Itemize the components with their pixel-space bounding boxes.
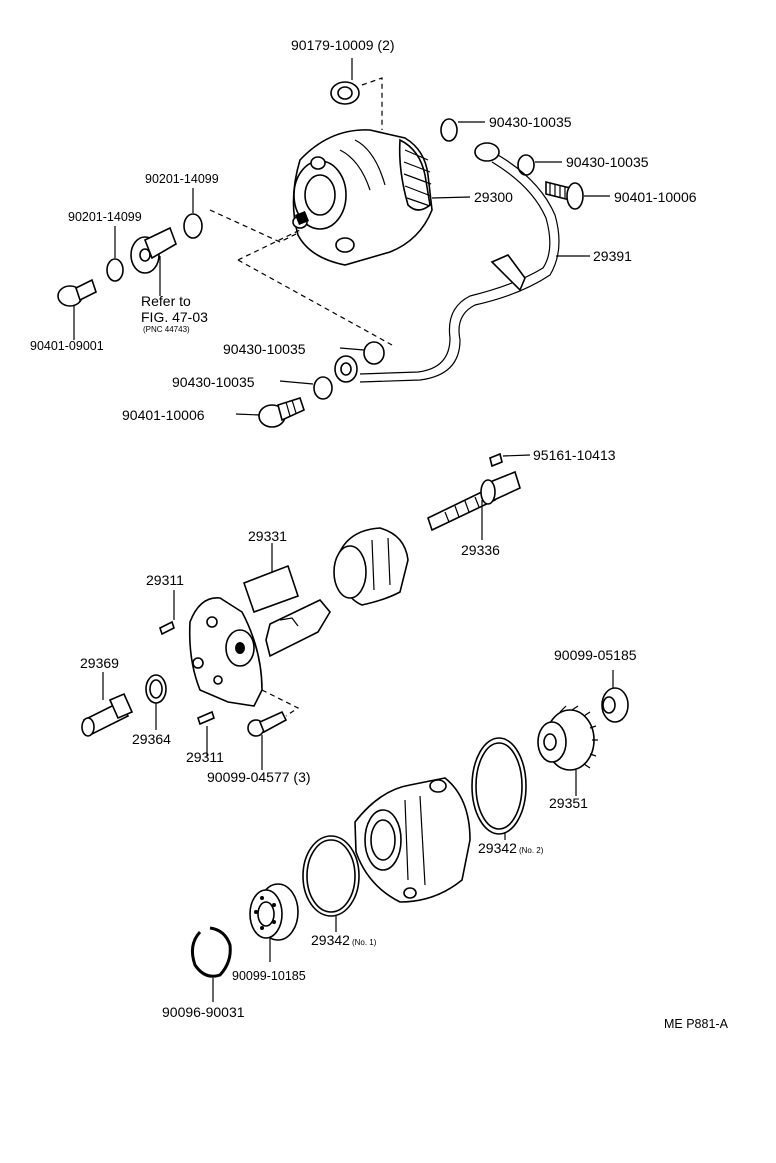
bolt-90099-04577 <box>247 710 288 737</box>
washer-90430-a <box>440 118 458 142</box>
washer-90201-b <box>106 258 124 282</box>
pump-29300 <box>292 129 433 266</box>
part-label: 90401-10006 <box>614 189 697 205</box>
part-label: 29342(No. 1) <box>311 932 377 948</box>
part-label: 90096-90031 <box>162 1004 245 1020</box>
dashed-leader <box>361 77 383 130</box>
part-label: 29300 <box>474 189 513 205</box>
part-label: 95161-10413 <box>533 447 616 463</box>
gear-29351 <box>537 705 598 771</box>
part-label: 29336 <box>461 542 500 558</box>
part-label: 90401-09001 <box>30 339 104 353</box>
part-label: 90401-10006 <box>122 407 205 423</box>
part-label: 29364 <box>132 731 171 747</box>
oil-pipe-29391 <box>334 142 560 383</box>
pin-29311-a <box>159 620 175 636</box>
part-label: 29311 <box>186 749 224 765</box>
union-bolt-90401-10006-top <box>545 180 584 210</box>
pump-housing <box>354 777 471 903</box>
bearing-90099-10185 <box>249 883 299 941</box>
part-label: 29342(No. 2) <box>478 840 544 856</box>
part-label: 90179-10009 (2) <box>291 37 395 53</box>
key-95161-10413 <box>489 452 503 468</box>
nut-90179-10009 <box>330 58 360 105</box>
part-label: 90201-14099 <box>145 172 219 186</box>
part-label: 29391 <box>593 248 632 264</box>
end-cover <box>188 597 263 707</box>
pin-29311-b <box>197 710 215 726</box>
part-label: 90430-10035 <box>223 341 306 357</box>
dashed-leader <box>209 209 301 243</box>
nut-90099-05185 <box>601 687 629 723</box>
part-label: 90099-04577 (3) <box>207 769 311 785</box>
washer-90430-d <box>313 376 333 400</box>
vanes-29331 <box>242 564 331 658</box>
part-label: 90430-10035 <box>489 114 572 130</box>
part-label: 90099-10185 <box>232 969 306 983</box>
part-label: 90430-10035 <box>566 154 649 170</box>
part-label: 29311 <box>146 572 184 588</box>
washer-90201-a <box>183 213 203 239</box>
part-label: 29369 <box>80 655 119 671</box>
part-label: 90201-14099 <box>68 210 142 224</box>
union-bolt-90401-09001 <box>57 278 97 307</box>
dashed-leader <box>237 229 301 261</box>
refer-note-line3: (PNC 44743) <box>143 325 190 334</box>
catalog-code: ME P881-A <box>664 1017 729 1031</box>
rotor-shaft-29336 <box>427 470 521 532</box>
fitting-29369 <box>81 692 134 737</box>
refer-note-line2: FIG. 47-03 <box>141 309 208 325</box>
snap-ring-90096-90031 <box>190 926 232 978</box>
union-bolt-90401-10006-lower <box>258 396 305 428</box>
part-label: 90430-10035 <box>172 374 255 390</box>
part-label: 29331 <box>248 528 287 544</box>
rotor <box>333 527 409 606</box>
part-label: 29351 <box>549 795 588 811</box>
part-label: 90099-05185 <box>554 647 637 663</box>
refer-note-line1: Refer to <box>141 293 191 309</box>
dashed-leader <box>237 259 393 346</box>
washer-90430-b <box>517 154 535 176</box>
washer-90430-c <box>363 341 385 365</box>
union-fitting <box>130 226 177 274</box>
dashed-leader <box>261 689 300 717</box>
